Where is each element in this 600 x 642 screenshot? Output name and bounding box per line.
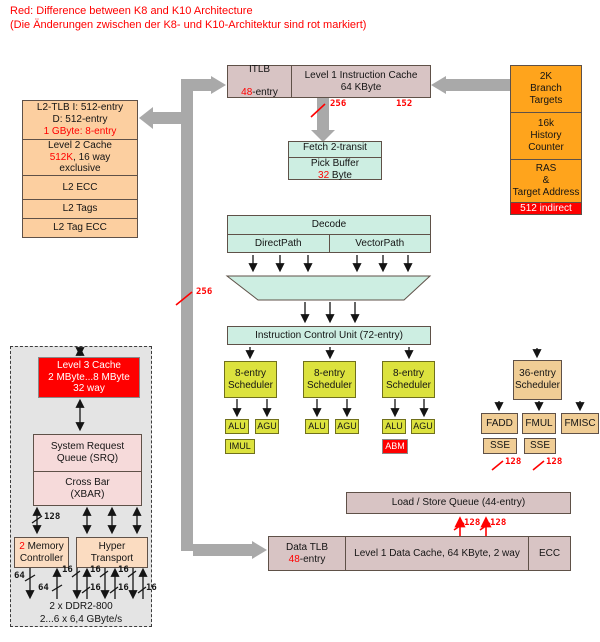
branch-targets-box: 2K Branch Targets xyxy=(529,70,563,106)
l1d-cache-box: Level 1 Data Cache, 64 KByte, 2 way xyxy=(345,537,528,570)
width-label-16-b2: 16 xyxy=(118,583,129,593)
agu-3-box: AGU xyxy=(411,419,435,434)
l2-tlb-box: L2-TLB I: 512-entry D: 512-entry 1 GByte… xyxy=(23,101,137,139)
instruction-control-unit-box: Instruction Control Unit (72-entry) xyxy=(227,326,431,345)
fetch-block: Fetch 2-transit Pick Buffer 32 Byte xyxy=(288,141,382,182)
ddr-label: 2 x DDR2-800 xyxy=(49,601,113,612)
alu-3-box: ALU xyxy=(382,419,406,434)
l1-instruction-cache-block: ITLB 48-entry Level 1 Instruction Cache … xyxy=(227,63,431,99)
l2-cache-line1: Level 2 Cache xyxy=(48,139,112,151)
alu-2-box: ALU xyxy=(305,419,329,434)
srq-box: System Request Queue (SRQ) xyxy=(50,441,125,464)
scheduler-1-box: 8-entry Scheduler xyxy=(224,361,277,398)
l3-cache-box: Level 3 Cache 2 MByte...8 MByte 32 way xyxy=(38,357,140,398)
l1i-cache-box: Level 1 Instruction Cache 64 KByte xyxy=(291,66,430,97)
width-label-152: 152 xyxy=(396,99,413,109)
diagram-title-line1: Red: Difference between K8 and K10 Archi… xyxy=(10,5,253,17)
l1d-ecc-box: ECC xyxy=(528,537,570,570)
decode-title: Decode xyxy=(311,219,347,231)
itlb-label: ITLB xyxy=(248,63,271,75)
imul-box: IMUL xyxy=(225,439,255,454)
xbar-box: Cross Bar (XBAR) xyxy=(34,471,141,505)
data-tlb-entries: 48 xyxy=(288,553,300,565)
memory-controller-label2: Controller xyxy=(19,552,64,564)
hyper-transport-box: Hyper Transport xyxy=(76,537,148,568)
pick-buffer-size-unit: Byte xyxy=(329,169,352,181)
width-label-16-t2: 16 xyxy=(90,565,101,575)
decode-funnel-shape xyxy=(225,275,432,301)
l2-tag-ecc-box: L2 Tag ECC xyxy=(23,218,137,237)
agu-2-box: AGU xyxy=(335,419,359,434)
decode-block: Decode DirectPath VectorPath xyxy=(227,215,431,253)
l2-cache-box: Level 2 Cache 512K, 16 way exclusive xyxy=(23,139,137,175)
fmul-box: FMUL xyxy=(522,413,556,434)
l2-cache-block: L2-TLB I: 512-entry D: 512-entry 1 GByte… xyxy=(22,100,138,238)
itlb-entries-value: 48 xyxy=(241,87,253,99)
width-label-256-fetch: 256 xyxy=(330,99,347,109)
branch-prediction-block: 2K Branch Targets 16k History Counter RA… xyxy=(510,65,582,215)
width-label-128-xbar: 128 xyxy=(44,512,61,522)
fp-scheduler-box: 36-entry Scheduler xyxy=(513,360,562,400)
l2-tlb-line1: L2-TLB I: 512-entry xyxy=(36,102,124,114)
diagram-title-line2: (Die Änderungen zwischen der K8- und K10… xyxy=(10,19,367,31)
indirect-predictor-box: 512 indirect xyxy=(511,201,581,215)
srq-xbar-block: System Request Queue (SRQ) Cross Bar (XB… xyxy=(33,434,142,506)
pick-buffer-size: 32 xyxy=(318,169,330,181)
l2-cache-line3: exclusive xyxy=(59,163,101,175)
agu-1-box: AGU xyxy=(255,419,279,434)
vectorpath-box: VectorPath xyxy=(328,235,431,252)
memory-controller-label1: Memory xyxy=(24,540,64,552)
memory-controller-count: 2 xyxy=(19,540,25,552)
ras-target-address-box: RAS & Target Address xyxy=(511,158,581,202)
abm-box: ABM xyxy=(382,439,408,454)
l2-tlb-line2: D: 512-entry xyxy=(52,114,108,126)
fmisc-box: FMISC xyxy=(561,413,599,434)
fetch-box: Fetch 2-transit xyxy=(303,142,367,154)
fadd-box: FADD xyxy=(481,413,518,434)
decode-paths: DirectPath VectorPath xyxy=(228,234,430,252)
width-label-256-bus: 256 xyxy=(196,287,213,297)
width-label-16-b1: 16 xyxy=(90,583,101,593)
pick-buffer-box: Pick Buffer 32 Byte xyxy=(289,156,381,182)
width-label-16-t1: 16 xyxy=(62,565,73,575)
scheduler-3-box: 8-entry Scheduler xyxy=(382,361,435,398)
itlb-entries-suffix: -entry xyxy=(252,87,278,99)
l2-cache-ways: , 16 way xyxy=(73,151,111,163)
pick-buffer-label: Pick Buffer xyxy=(310,157,360,169)
sse-2-box: SSE xyxy=(524,438,556,454)
width-label-128-lsq2: 128 xyxy=(490,518,507,528)
load-store-queue-box: Load / Store Queue (44-entry) xyxy=(346,492,571,514)
bandwidth-label: 2...6 x 6,4 GByte/s xyxy=(39,614,123,625)
width-label-128-lsq1: 128 xyxy=(464,518,481,528)
width-label-128-sse1: 128 xyxy=(505,457,522,467)
data-tlb-label: Data TLB xyxy=(285,541,329,553)
itlb-box: ITLB 48-entry xyxy=(228,63,291,99)
data-tlb-box: Data TLB 48-entry xyxy=(269,537,345,570)
history-counter-box: 16k History Counter xyxy=(511,111,581,159)
l1-data-cache-block: Data TLB 48-entry Level 1 Data Cache, 64… xyxy=(268,536,571,571)
sse-1-box: SSE xyxy=(483,438,517,454)
scheduler-2-box: 8-entry Scheduler xyxy=(303,361,356,398)
width-label-64-a: 64 xyxy=(14,571,25,581)
l2-tlb-line3: 1 GByte: 8-entry xyxy=(43,125,117,137)
l2-tags-box: L2 Tags xyxy=(23,199,137,218)
l2-ecc-box: L2 ECC xyxy=(23,175,137,199)
l2-cache-size: 512K xyxy=(49,151,74,163)
width-label-16-b3: 16 xyxy=(146,583,157,593)
width-label-16-t3: 16 xyxy=(118,565,129,575)
width-label-128-sse2: 128 xyxy=(546,457,563,467)
width-label-64-b: 64 xyxy=(38,583,49,593)
data-tlb-entries-suffix: -entry xyxy=(299,553,326,565)
alu-1-box: ALU xyxy=(225,419,249,434)
directpath-box: DirectPath xyxy=(254,237,302,249)
